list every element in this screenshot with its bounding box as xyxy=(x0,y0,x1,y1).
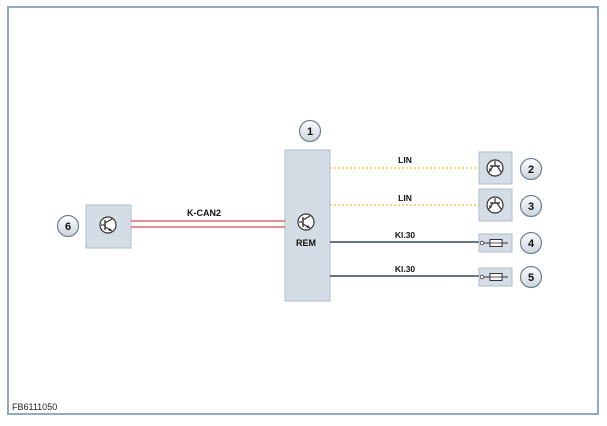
callout-3-number: 3 xyxy=(528,201,534,213)
rem-transistor-icon xyxy=(297,213,315,231)
left-module-transistor-icon xyxy=(99,216,117,234)
device-5-fuse-icon xyxy=(479,273,508,281)
callout-1-number: 1 xyxy=(307,126,313,138)
callout-5-badge: 5 xyxy=(519,265,543,289)
callout-2-number: 2 xyxy=(528,164,534,176)
device-3-box xyxy=(478,188,513,222)
callout-6-number: 6 xyxy=(65,221,71,233)
callout-2-badge: 2 xyxy=(519,157,543,181)
rem-label: REM xyxy=(296,238,316,248)
figure-code: FB6111050 xyxy=(12,402,58,412)
kl30-label-5: Kl.30 xyxy=(395,264,416,274)
callout-1-badge: 1 xyxy=(298,119,322,143)
lin-label-3: LIN xyxy=(398,193,412,203)
callout-4-number: 4 xyxy=(528,238,535,250)
callout-5-number: 5 xyxy=(528,272,534,284)
lin-label-2: LIN xyxy=(398,155,412,165)
callout-6-badge: 6 xyxy=(56,214,80,238)
callout-4-badge: 4 xyxy=(519,231,543,255)
device-4-fuse-icon xyxy=(479,239,508,247)
callout-3-badge: 3 xyxy=(519,194,543,218)
kl30-label-4: Kl.30 xyxy=(395,230,416,240)
device-2-transistor-icon xyxy=(486,159,504,177)
kcan2-label: K-CAN2 xyxy=(187,208,221,218)
device-3-transistor-icon xyxy=(486,196,504,214)
